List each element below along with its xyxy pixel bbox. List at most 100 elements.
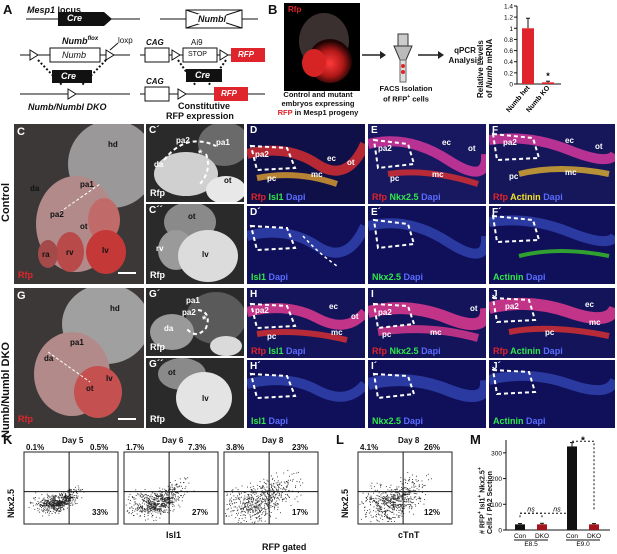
k-plot-day8-event xyxy=(235,497,237,498)
k-plot-day8-event xyxy=(263,492,265,494)
k-plot-day8-event xyxy=(276,483,278,485)
k-plot-day6-event xyxy=(168,507,170,508)
k-plot-day6-event xyxy=(155,510,157,511)
k-plot-day6-event xyxy=(161,503,163,505)
k-plot-day8-event xyxy=(237,514,239,516)
k-plot-day5-event xyxy=(53,499,55,501)
k-plot-day6-event xyxy=(138,503,140,505)
k-plot-day5-event xyxy=(83,491,85,493)
k-plot-day6-event xyxy=(148,503,150,505)
k-plot-day6-event xyxy=(127,499,129,500)
k-plot-day6-event xyxy=(143,511,145,513)
k-plot-day6-event xyxy=(161,503,163,504)
k-plot-day6-event xyxy=(143,495,145,497)
k-plot-day8-event xyxy=(276,496,278,498)
l-plot-day8-event xyxy=(386,497,388,499)
k-plot-day5-event xyxy=(46,500,48,502)
l-plot-day8-event xyxy=(391,489,393,491)
k-plot-day6-event xyxy=(157,501,159,502)
k-plot-day6-event xyxy=(169,499,171,501)
k-plot-day8-event xyxy=(247,502,249,503)
k-plot-day6-event xyxy=(175,484,177,486)
l-plot-day8-event xyxy=(381,502,383,504)
k-plot-day5-event xyxy=(69,489,71,491)
l-plot-day8-event xyxy=(407,498,409,500)
k-plot-day6-event xyxy=(128,496,130,498)
k-plot-day8-event xyxy=(255,499,257,501)
l-plot-day8-event xyxy=(404,505,406,507)
k-plot-day6-event xyxy=(166,505,168,507)
l-plot-day8-event xyxy=(413,489,415,491)
k-plot-day8-event xyxy=(271,489,273,490)
k-plot-day8-event xyxy=(248,509,250,511)
k-plot-day5-event xyxy=(53,497,55,499)
k-plot-day8-event xyxy=(296,481,298,482)
k-plot-day8-event xyxy=(263,493,265,495)
l-plot-day8-event xyxy=(396,488,398,490)
panel-e1-image: E´ Nkx2.5 Dapi xyxy=(368,206,486,284)
k-plot-day6-event xyxy=(174,484,176,486)
l-plot-day8-event xyxy=(388,507,390,509)
k-plot-day6-event xyxy=(145,501,147,503)
k-plot-day6-event xyxy=(158,501,160,502)
k-plot-day8-event xyxy=(250,499,252,501)
cre-label-2: Cre xyxy=(61,71,77,81)
l-plot-day8-event xyxy=(384,511,386,513)
l-plot-day8-event xyxy=(389,500,391,502)
l-plot-day8-event xyxy=(400,506,401,508)
k-plot-day6-event xyxy=(154,492,156,494)
k-plot-day8-event xyxy=(270,497,272,499)
k-plot-day8-event xyxy=(285,488,287,490)
l-plot-day8-event xyxy=(376,489,378,491)
k-plot-day8-event xyxy=(254,522,256,524)
k-plot-day6-event xyxy=(135,508,137,510)
k-plot-day6-event xyxy=(164,503,166,505)
k-plot-day8-event xyxy=(245,514,246,516)
k-plot-day8-event xyxy=(278,499,280,501)
k-plot-day8-event xyxy=(277,486,279,488)
k-plot-day6-event xyxy=(132,515,134,516)
k-plot-day5-event xyxy=(46,504,48,506)
k-plot-day6-event xyxy=(165,497,167,498)
k-plot-day6-event xyxy=(129,502,131,504)
l-plot-day8-event xyxy=(382,501,384,502)
k-plot-day6-event xyxy=(167,497,169,498)
k-plot-day6-event xyxy=(136,513,138,515)
k-plot-day6-event xyxy=(151,502,153,504)
k-plot-day6-event xyxy=(134,501,136,503)
k-plot-day8-event xyxy=(260,505,261,507)
k-plot-day6-event xyxy=(141,510,143,512)
k-plot-day6-event xyxy=(157,503,159,505)
k-plot-day6-event xyxy=(148,510,150,512)
l-plot-day8-event xyxy=(367,498,369,500)
m-bar xyxy=(589,524,599,530)
k-plot-day5-event xyxy=(63,505,65,507)
k-plot-day8-event xyxy=(229,500,230,502)
k-plot-day8-event xyxy=(260,495,262,497)
k-plot-day8-event xyxy=(259,480,261,482)
k-plot-day5-event xyxy=(64,495,66,497)
k-plot-day8-event xyxy=(262,487,264,489)
k-plot-day6-event xyxy=(156,506,158,508)
k-plot-day8-event xyxy=(251,521,253,523)
k-plot-day6-event xyxy=(162,503,164,505)
k-plot-day5-event xyxy=(51,505,53,507)
k-plot-day8-event xyxy=(271,486,272,488)
facs-diagram xyxy=(362,33,444,83)
k-plot-day8-event xyxy=(264,507,266,509)
k-plot-day8-event xyxy=(254,508,256,510)
l-plot-day8-event xyxy=(420,497,422,499)
k-plot-day8-event xyxy=(251,501,253,503)
k-plot-day8-event xyxy=(255,507,257,509)
l-plot-day8-event xyxy=(404,507,406,509)
l-plot-day8-event xyxy=(384,507,385,509)
l-plot-day8-event xyxy=(388,496,390,498)
k-plot-day5-event xyxy=(71,493,73,495)
k-plot-day8-event xyxy=(264,499,266,501)
k-plot-day8-event xyxy=(251,502,253,504)
k-plot-day8-event xyxy=(256,517,258,519)
k-plot-day6-event xyxy=(163,512,165,513)
l-plot-day8-event xyxy=(382,511,384,513)
k-plot-day5-event xyxy=(54,500,56,502)
l-plot-day8-event xyxy=(384,516,385,517)
